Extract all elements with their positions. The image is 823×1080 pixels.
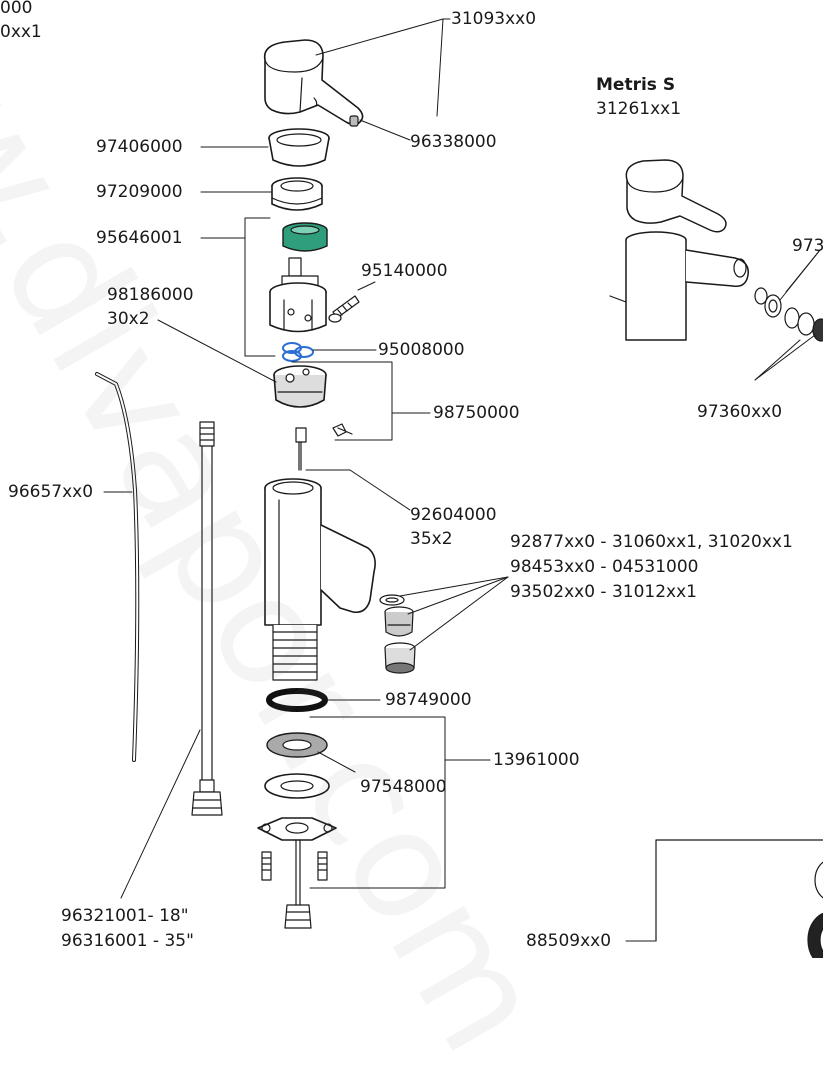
label-aerator-2: 98453xx0 - 04531000 (510, 557, 699, 577)
leader-lines (103, 18, 821, 942)
label-98186000: 98186000 (107, 285, 194, 305)
flat-washer-part (264, 773, 330, 799)
nut-part (271, 177, 323, 211)
clip-part (332, 423, 353, 437)
edge-label-top-2: 0xx1 (0, 22, 42, 42)
label-31093xx0: 31093xx0 (451, 9, 537, 29)
detail-box-88509 (655, 839, 823, 958)
label-13961000: 13961000 (493, 750, 580, 770)
supply-hose-part (191, 421, 223, 816)
label-hose-18: 96321001- 18" (61, 906, 189, 926)
label-97548000: 97548000 (360, 777, 447, 797)
lower-rod-part (284, 839, 312, 929)
metal-washer-part (266, 732, 328, 758)
label-95008000: 95008000 (378, 340, 465, 360)
rubber-washer-part (266, 688, 328, 712)
aerator-parts (379, 594, 416, 674)
lift-rod-part (295, 427, 307, 471)
handle-part (263, 39, 364, 126)
label-95140000: 95140000 (361, 261, 448, 281)
exploded-parts-diagram (95, 18, 823, 958)
label-97360xx0: 97360xx0 (697, 402, 783, 422)
mounting-plate-part (257, 817, 337, 841)
model-name: Metris S (596, 75, 676, 95)
label-hose-35: 96316001 - 35" (61, 931, 194, 951)
label-95646001: 95646001 (96, 228, 183, 248)
cartridge-part (269, 257, 327, 333)
label-98750000: 98750000 (433, 403, 520, 423)
pin-part (349, 115, 359, 127)
label-92604000: 92604000 (410, 505, 497, 525)
metris-s-thumbnail (609, 159, 823, 342)
faucet-body-part (264, 478, 376, 626)
label-96657xx0: 96657xx0 (8, 482, 94, 502)
label-92604000-size: 35x2 (410, 529, 453, 549)
drain-rod-part (95, 372, 140, 762)
label-aerator-1: 92877xx0 - 31060xx1, 31020xx1 (510, 532, 793, 552)
threaded-shank-part (272, 624, 318, 681)
o-rings-part (282, 342, 314, 362)
model-number: 31261xx1 (596, 99, 682, 119)
label-973-partial: 973 (792, 236, 823, 256)
cap-part (268, 128, 330, 167)
screw-part (328, 295, 360, 323)
edge-label-top-1: 000 (0, 0, 33, 18)
label-98186000-size: 30x2 (107, 309, 150, 329)
label-97406000: 97406000 (96, 137, 183, 157)
label-88509xx0: 88509xx0 (526, 931, 612, 951)
label-96338000: 96338000 (410, 132, 497, 152)
diverter-part (273, 365, 327, 408)
label-97209000: 97209000 (96, 182, 183, 202)
label-aerator-3: 93502xx0 - 31012xx1 (510, 582, 697, 602)
bolts-part (261, 851, 328, 881)
cartridge-ring-part (282, 222, 328, 252)
label-98749000: 98749000 (385, 690, 472, 710)
